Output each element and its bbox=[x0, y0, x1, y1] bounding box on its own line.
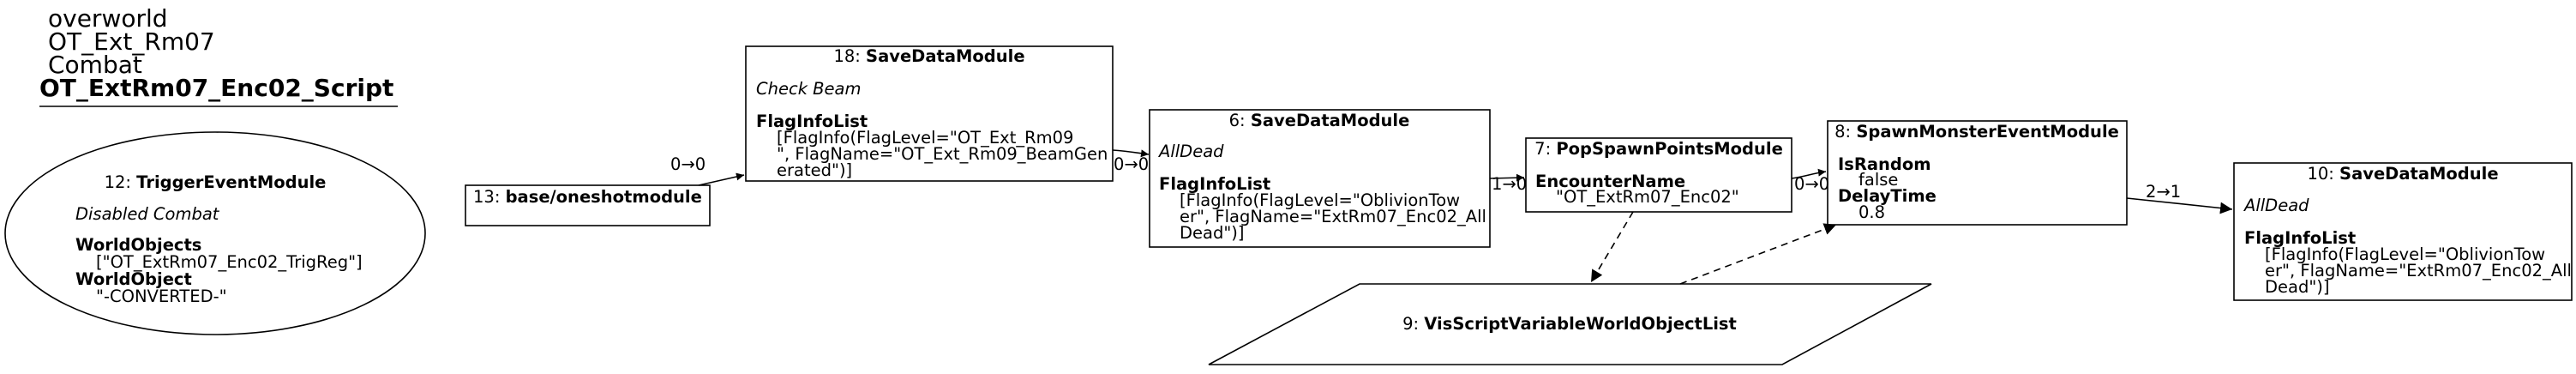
edge-18-to-6-label: 0→0 bbox=[1114, 154, 1149, 174]
node-7-id: 7: bbox=[1534, 139, 1556, 159]
node-6-value-1c: Dead")] bbox=[1180, 223, 1245, 243]
svg-text:6: SaveDataModule: 6: SaveDataModule bbox=[1229, 111, 1410, 130]
node-10-value-1c: Dead")] bbox=[2265, 277, 2330, 297]
node-18-value-1a: [FlagInfo(FlagLevel="OT_Ext_Rm09 bbox=[777, 128, 1073, 148]
node-18-value-1b: ", FlagName="OT_Ext_Rm09_BeamGen bbox=[777, 144, 1108, 164]
edge-18-to-6: 0→0 bbox=[1112, 149, 1149, 174]
node-12-type: TriggerEventModule bbox=[136, 172, 326, 192]
node-18-key-1: FlagInfoList bbox=[756, 112, 868, 131]
node-8-value-1: false bbox=[1858, 170, 1898, 190]
node-10-save-data-module[interactable]: 10: SaveDataModule AllDead FlagInfoList … bbox=[2233, 162, 2573, 301]
graph-header: overworld OT_Ext_Rm07 Combat OT_ExtRm07_… bbox=[39, 4, 398, 107]
node-12-subtitle: Disabled Combat bbox=[75, 204, 220, 224]
node-13-type: base/oneshotmodule bbox=[506, 187, 702, 207]
svg-text:13: base/oneshotmodule: 13: base/oneshotmodule bbox=[473, 187, 702, 207]
node-10-id: 10: bbox=[2307, 164, 2339, 184]
svg-text:9: VisScriptVariableWorldObjec: 9: VisScriptVariableWorldObjectList bbox=[1402, 314, 1737, 334]
node-8-key-1: IsRandom bbox=[1838, 154, 1931, 174]
node-6-type: SaveDataModule bbox=[1251, 111, 1410, 130]
node-12-value-2: "-CONVERTED-" bbox=[96, 287, 227, 306]
node-7-value-1: "OT_ExtRm07_Enc02" bbox=[1556, 187, 1739, 207]
header-line-2: OT_Ext_Rm07 bbox=[48, 27, 215, 56]
node-8-id: 8: bbox=[1834, 122, 1856, 142]
svg-text:10: SaveDataModule: 10: SaveDataModule bbox=[2307, 164, 2498, 184]
svg-text:8: SpawnMonsterEventModule: 8: SpawnMonsterEventModule bbox=[1834, 122, 2119, 142]
edge-13-to-18: 0→0 bbox=[670, 154, 745, 186]
node-12-value-1: ["OT_ExtRm07_Enc02_TrigReg"] bbox=[96, 252, 363, 272]
edge-13-to-18-label: 0→0 bbox=[670, 154, 706, 174]
node-6-key-1: FlagInfoList bbox=[1159, 174, 1270, 194]
node-12-key-1: WorldObjects bbox=[75, 235, 201, 255]
node-7-pop-spawn-points-module[interactable]: 7: PopSpawnPointsModule EncounterName "O… bbox=[1525, 137, 1792, 213]
node-8-type: SpawnMonsterEventModule bbox=[1856, 122, 2119, 142]
node-6-id: 6: bbox=[1229, 111, 1251, 130]
edge-7-to-9 bbox=[1590, 211, 1634, 283]
node-7-type: PopSpawnPointsModule bbox=[1556, 139, 1782, 159]
svg-text:18: SaveDataModule: 18: SaveDataModule bbox=[833, 46, 1024, 66]
edge-8-to-10-label: 2→1 bbox=[2146, 182, 2181, 202]
node-10-key-1: FlagInfoList bbox=[2244, 228, 2356, 248]
edge-6-to-7-label: 1→0 bbox=[1492, 174, 1527, 194]
node-6-value-1a: [FlagInfo(FlagLevel="OblivionTow bbox=[1180, 190, 1460, 210]
node-9-world-object-list[interactable]: 9: VisScriptVariableWorldObjectList bbox=[1208, 283, 1932, 365]
edge-7-to-8: 0→0 bbox=[1791, 168, 1829, 194]
node-8-key-2: DelayTime bbox=[1838, 186, 1937, 206]
edge-9-to-8 bbox=[1679, 223, 1837, 285]
node-10-value-1a: [FlagInfo(FlagLevel="OblivionTow bbox=[2265, 244, 2545, 264]
node-8-value-2: 0.8 bbox=[1858, 202, 1885, 222]
node-10-type: SaveDataModule bbox=[2339, 164, 2499, 184]
node-10-value-1b: er", FlagName="ExtRm07_Enc02_All bbox=[2265, 261, 2572, 280]
svg-text:12: TriggerEventModule: 12: TriggerEventModule bbox=[105, 172, 327, 192]
node-18-value-1c: erated")] bbox=[777, 160, 852, 180]
node-10-subtitle: AllDead bbox=[2243, 196, 2309, 215]
edge-8-to-10: 2→1 bbox=[2126, 182, 2233, 214]
header-line-1: overworld bbox=[48, 4, 168, 33]
node-18-subtitle: Check Beam bbox=[756, 79, 862, 99]
node-7-key-1: EncounterName bbox=[1535, 172, 1685, 191]
header-line-4: OT_ExtRm07_Enc02_Script bbox=[39, 74, 393, 102]
node-6-value-1b: er", FlagName="ExtRm07_Enc02_All bbox=[1180, 207, 1486, 226]
node-18-type: SaveDataModule bbox=[866, 46, 1025, 66]
node-8-spawn-monster-event-module[interactable]: 8: SpawnMonsterEventModule IsRandom fals… bbox=[1827, 120, 2128, 226]
node-13-oneshot-module[interactable]: 13: base/oneshotmodule bbox=[465, 184, 711, 226]
edge-7-to-8-label: 0→0 bbox=[1794, 174, 1829, 194]
svg-text:7: PopSpawnPointsModule: 7: PopSpawnPointsModule bbox=[1534, 139, 1783, 159]
node-12-trigger-event-module[interactable]: 12: TriggerEventModule Disabled Combat W… bbox=[4, 131, 426, 335]
node-18-id: 18: bbox=[833, 46, 866, 66]
edge-6-to-7: 1→0 bbox=[1489, 173, 1527, 194]
node-13-id: 13: bbox=[473, 187, 506, 207]
header-line-3: Combat bbox=[48, 51, 142, 79]
node-9-type: VisScriptVariableWorldObjectList bbox=[1424, 314, 1737, 334]
node-12-id: 12: bbox=[105, 172, 137, 192]
node-6-subtitle: AllDead bbox=[1157, 142, 1224, 161]
node-6-save-data-module[interactable]: 6: SaveDataModule AllDead FlagInfoList [… bbox=[1149, 109, 1491, 248]
node-12-key-2: WorldObject bbox=[75, 269, 192, 289]
node-9-id: 9: bbox=[1402, 314, 1424, 334]
node-18-save-data-module[interactable]: 18: SaveDataModule Check Beam FlagInfoLi… bbox=[745, 45, 1114, 182]
